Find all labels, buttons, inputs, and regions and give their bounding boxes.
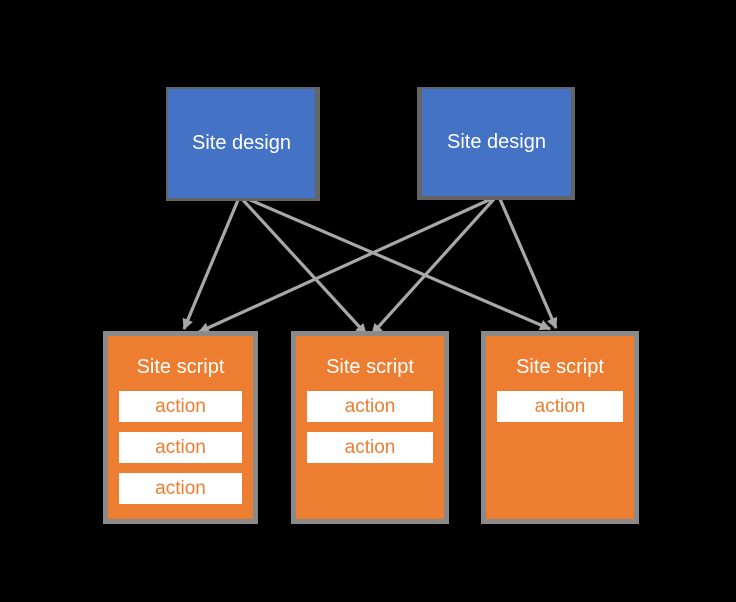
script-box-3: Site script action bbox=[481, 331, 639, 524]
script-box-1: Site script action action action bbox=[103, 331, 258, 524]
script1-action-3: action bbox=[119, 473, 242, 504]
connector-design1-script3-arrow bbox=[247, 197, 552, 331]
script-box-2-label: Site script bbox=[326, 356, 414, 378]
script-box-3-label: Site script bbox=[516, 356, 604, 378]
script3-action-1: action bbox=[497, 391, 623, 422]
connector-design2-script2-arrow bbox=[370, 197, 496, 336]
design-box-2: Site design bbox=[417, 87, 575, 200]
script-box-1-label: Site script bbox=[136, 356, 225, 378]
connector-design2-script3-arrow bbox=[498, 198, 558, 330]
design-box-1-label: Site design bbox=[192, 132, 291, 154]
connector-design2-script1-arrow bbox=[197, 197, 492, 334]
script-box-2: Site script action action bbox=[291, 331, 449, 524]
design-box-2-label: Site design bbox=[447, 131, 546, 153]
design-box-1: Site design bbox=[166, 87, 320, 201]
script2-action-2: action bbox=[307, 432, 433, 463]
connector-design1-script2-arrow bbox=[241, 198, 368, 336]
script1-action-1: action bbox=[119, 391, 242, 422]
script2-action-1: action bbox=[307, 391, 433, 422]
script1-action-2: action bbox=[119, 432, 242, 463]
connector-design1-script1-arrow bbox=[182, 199, 240, 331]
